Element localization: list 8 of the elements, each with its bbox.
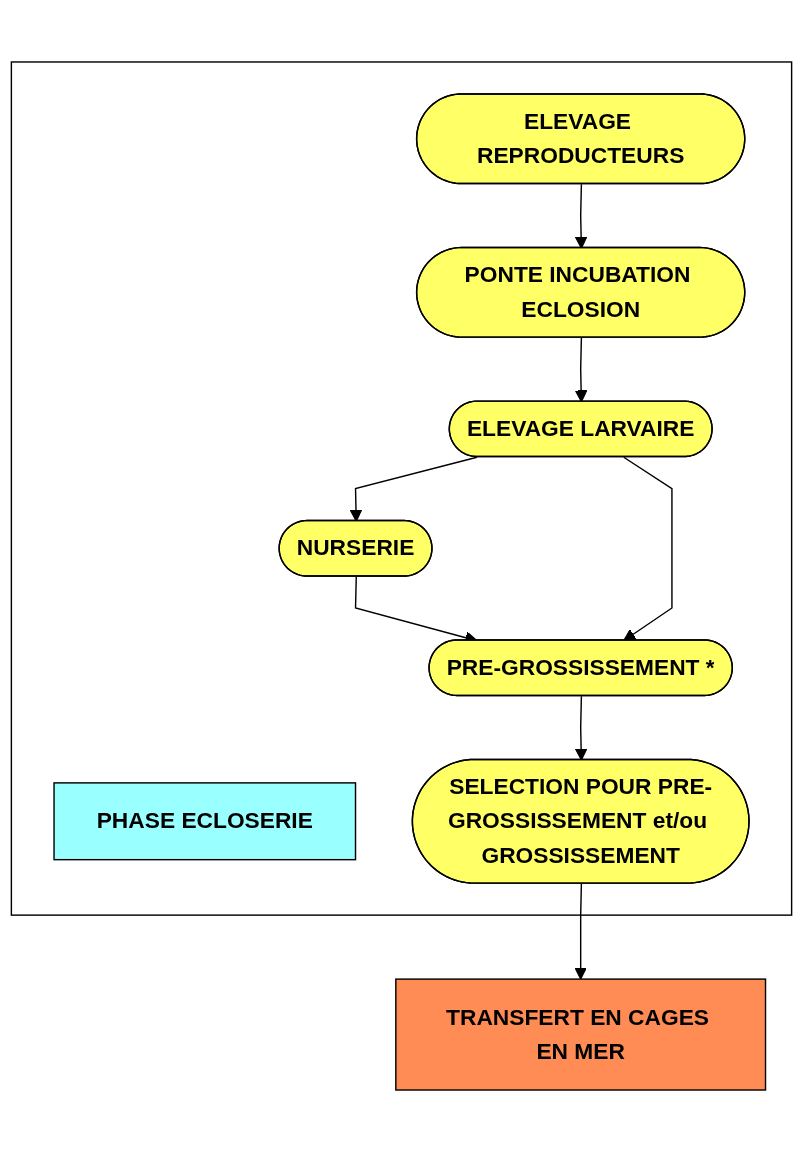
arrow [349,456,478,522]
node-box: TRANSFERT EN CAGES EN MER [395,978,767,1091]
arrow [574,183,588,249]
arrow [574,695,588,761]
arrow [574,337,588,403]
node-box: PHASE ECLOSERIE [53,782,357,861]
cluster [10,61,793,916]
arrow [574,883,587,980]
